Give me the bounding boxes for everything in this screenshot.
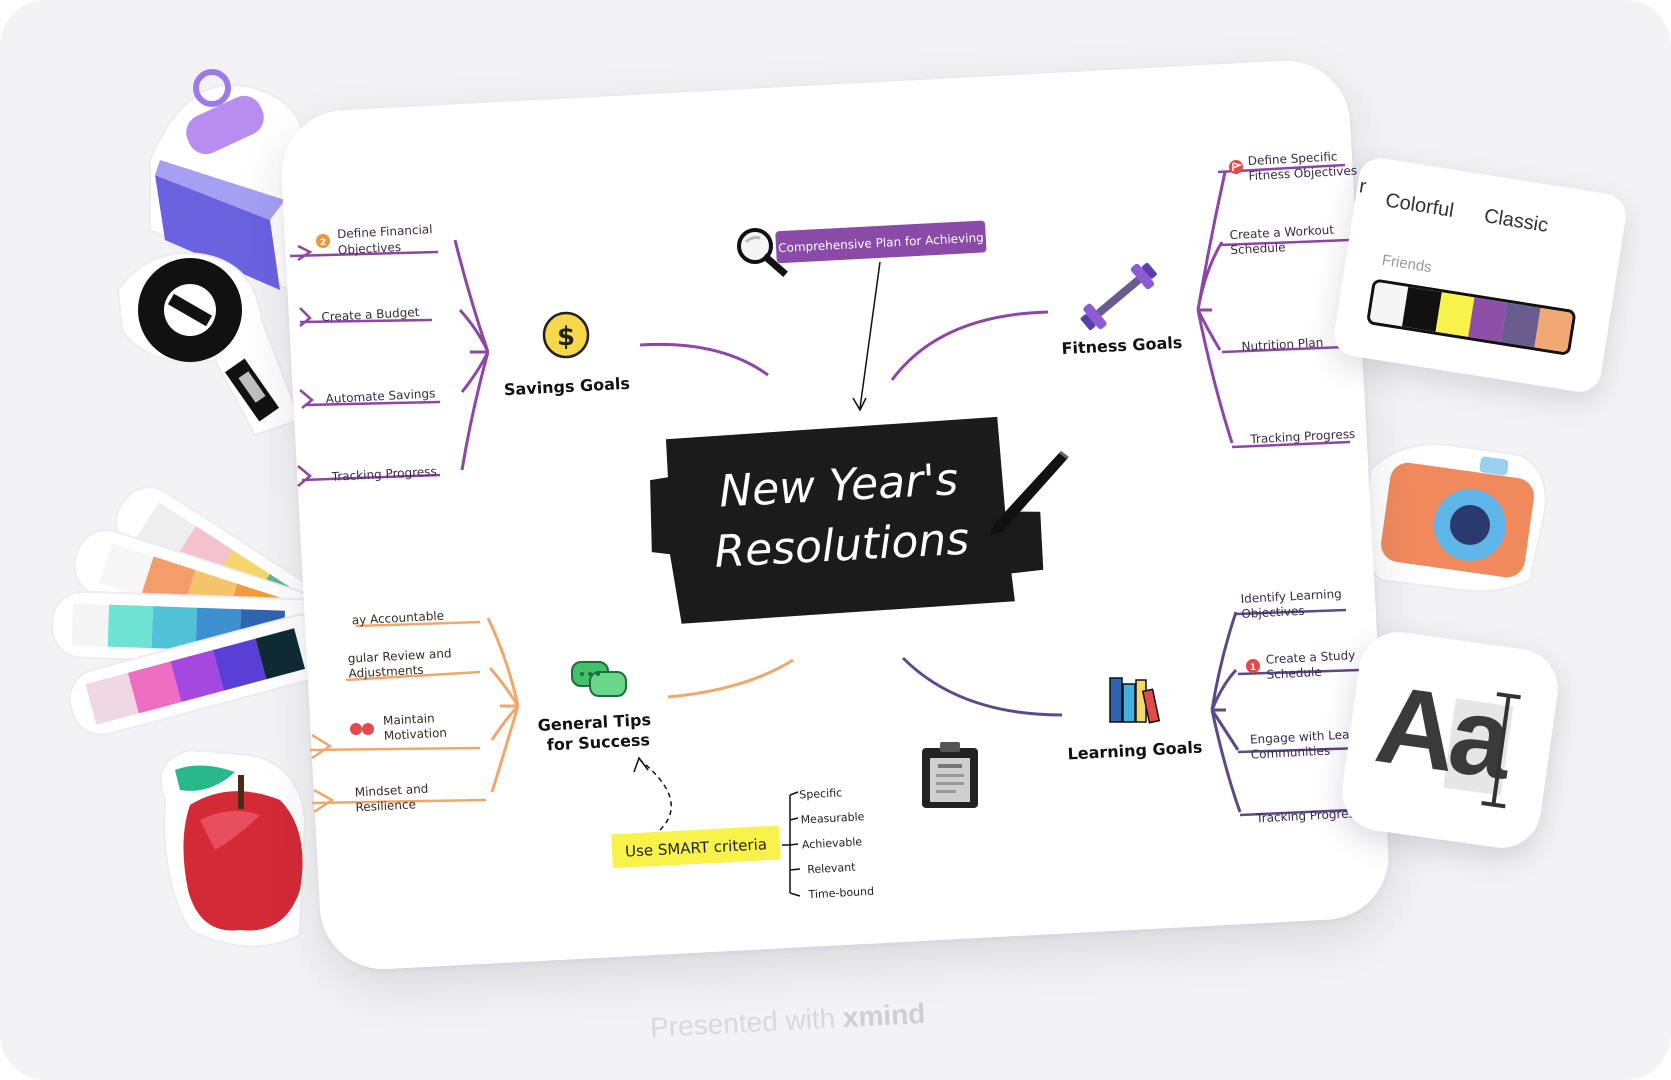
motivation-icon [350,723,374,735]
clipboard-icon [922,742,978,808]
chat-bubbles-icon [571,661,627,697]
dumbbell-icon [1080,262,1157,331]
text-cursor-cap-bottom [1481,801,1506,809]
savings-title[interactable]: Savings Goals [503,374,630,400]
learning-item[interactable]: Schedule [1266,665,1322,682]
smart-item[interactable]: Relevant [807,861,857,877]
learning-item[interactable]: Objectives [1241,604,1305,621]
callout-arrow [859,261,881,409]
savings-item[interactable]: Tracking Progress [330,464,437,484]
font-panel[interactable]: Aa [1337,627,1563,853]
savings-item[interactable]: Automate Savings [325,386,435,406]
priority-badge-text: 2 [320,238,326,248]
fitness-item[interactable]: Create a Workout [1229,223,1334,242]
theme-tab-colorful[interactable]: Colorful [1383,189,1456,222]
callout-bubble[interactable]: Comprehensive Plan for Achieving [775,220,987,264]
learning-item[interactable]: Engage with Learn [1250,727,1362,747]
xmind-logo-text: xmind [842,997,927,1034]
smart-item[interactable]: Time-bound [807,885,874,901]
branch-fitness: Fitness Goals Define Specific Fitness Ob… [1061,149,1357,449]
learning-item[interactable]: Tracking Progress [1255,806,1362,826]
branch-learning: Learning Goals 1 Identify Learning Objec… [1067,587,1363,826]
dollar-coin-icon: $ [542,311,590,359]
smart-topic: Use SMART criteria Specific Measurable A… [611,756,874,901]
fitness-item[interactable]: Fitness Objectives [1248,163,1357,183]
savings-item[interactable]: Define Financial [337,222,433,241]
fitness-title[interactable]: Fitness Goals [1061,333,1183,358]
smart-item[interactable]: Specific [799,786,842,801]
tips-item[interactable]: Mindset and [354,782,428,800]
priority-badge-text: 1 [1250,663,1256,673]
color-swatch-strip[interactable] [1365,278,1577,356]
tips-item[interactable]: Motivation [383,726,447,743]
books-icon [1109,677,1161,724]
smart-label-box[interactable] [611,825,781,869]
pen-icon [990,450,1069,536]
theme-panel: r Colorful Classic Friends [1331,155,1629,395]
fitness-item[interactable]: Tracking Progress [1249,427,1356,447]
tips-item[interactable]: Maintain [383,711,435,728]
priority-badge [1246,659,1260,673]
fitness-item[interactable]: Nutrition Plan [1241,335,1324,353]
smart-relationship-line [639,759,672,831]
tips-item[interactable]: ay Accountable [351,609,444,628]
connector-tips [667,658,794,699]
connector-savings [639,342,769,377]
theme-tab-classic[interactable]: Classic [1482,205,1550,237]
learning-item[interactable]: Identify Learning [1240,587,1342,606]
branch-tips: General Tips for Success ay Accountable … [309,609,651,814]
branch-savings: $ Savings Goals 2 Define Financial Objec… [289,222,630,487]
tips-item[interactable]: Resilience [355,797,416,814]
savings-item[interactable]: Create a Budget [321,305,420,324]
central-topic-line1: New Year's [718,454,959,517]
tips-item[interactable]: gular Review and [347,646,451,665]
fitness-item[interactable]: Schedule [1230,240,1286,257]
connector-fitness [890,310,1049,381]
learning-item[interactable]: Create a Study [1265,648,1355,667]
theme-tab-cut[interactable]: r [1357,175,1368,198]
tips-title-line2[interactable]: for Success [546,730,650,754]
central-topic[interactable]: New Year's Resolutions [646,415,1045,625]
svg-text:$: $ [557,322,575,352]
magnifier-icon [737,228,788,277]
savings-item[interactable]: Objectives [338,240,402,257]
smart-item[interactable]: Measurable [800,810,865,826]
smart-item[interactable]: Achievable [802,835,863,851]
connector-learning [901,656,1063,717]
learning-title[interactable]: Learning Goals [1067,737,1203,763]
learning-item[interactable]: Communities [1250,744,1330,762]
swatch [1533,307,1574,353]
priority-badge [316,234,330,248]
fitness-item[interactable]: Define Specific [1247,149,1337,168]
tips-item[interactable]: Adjustments [348,663,424,681]
font-glyph: Aa [1369,662,1514,803]
theme-name: Friends [1380,251,1433,277]
